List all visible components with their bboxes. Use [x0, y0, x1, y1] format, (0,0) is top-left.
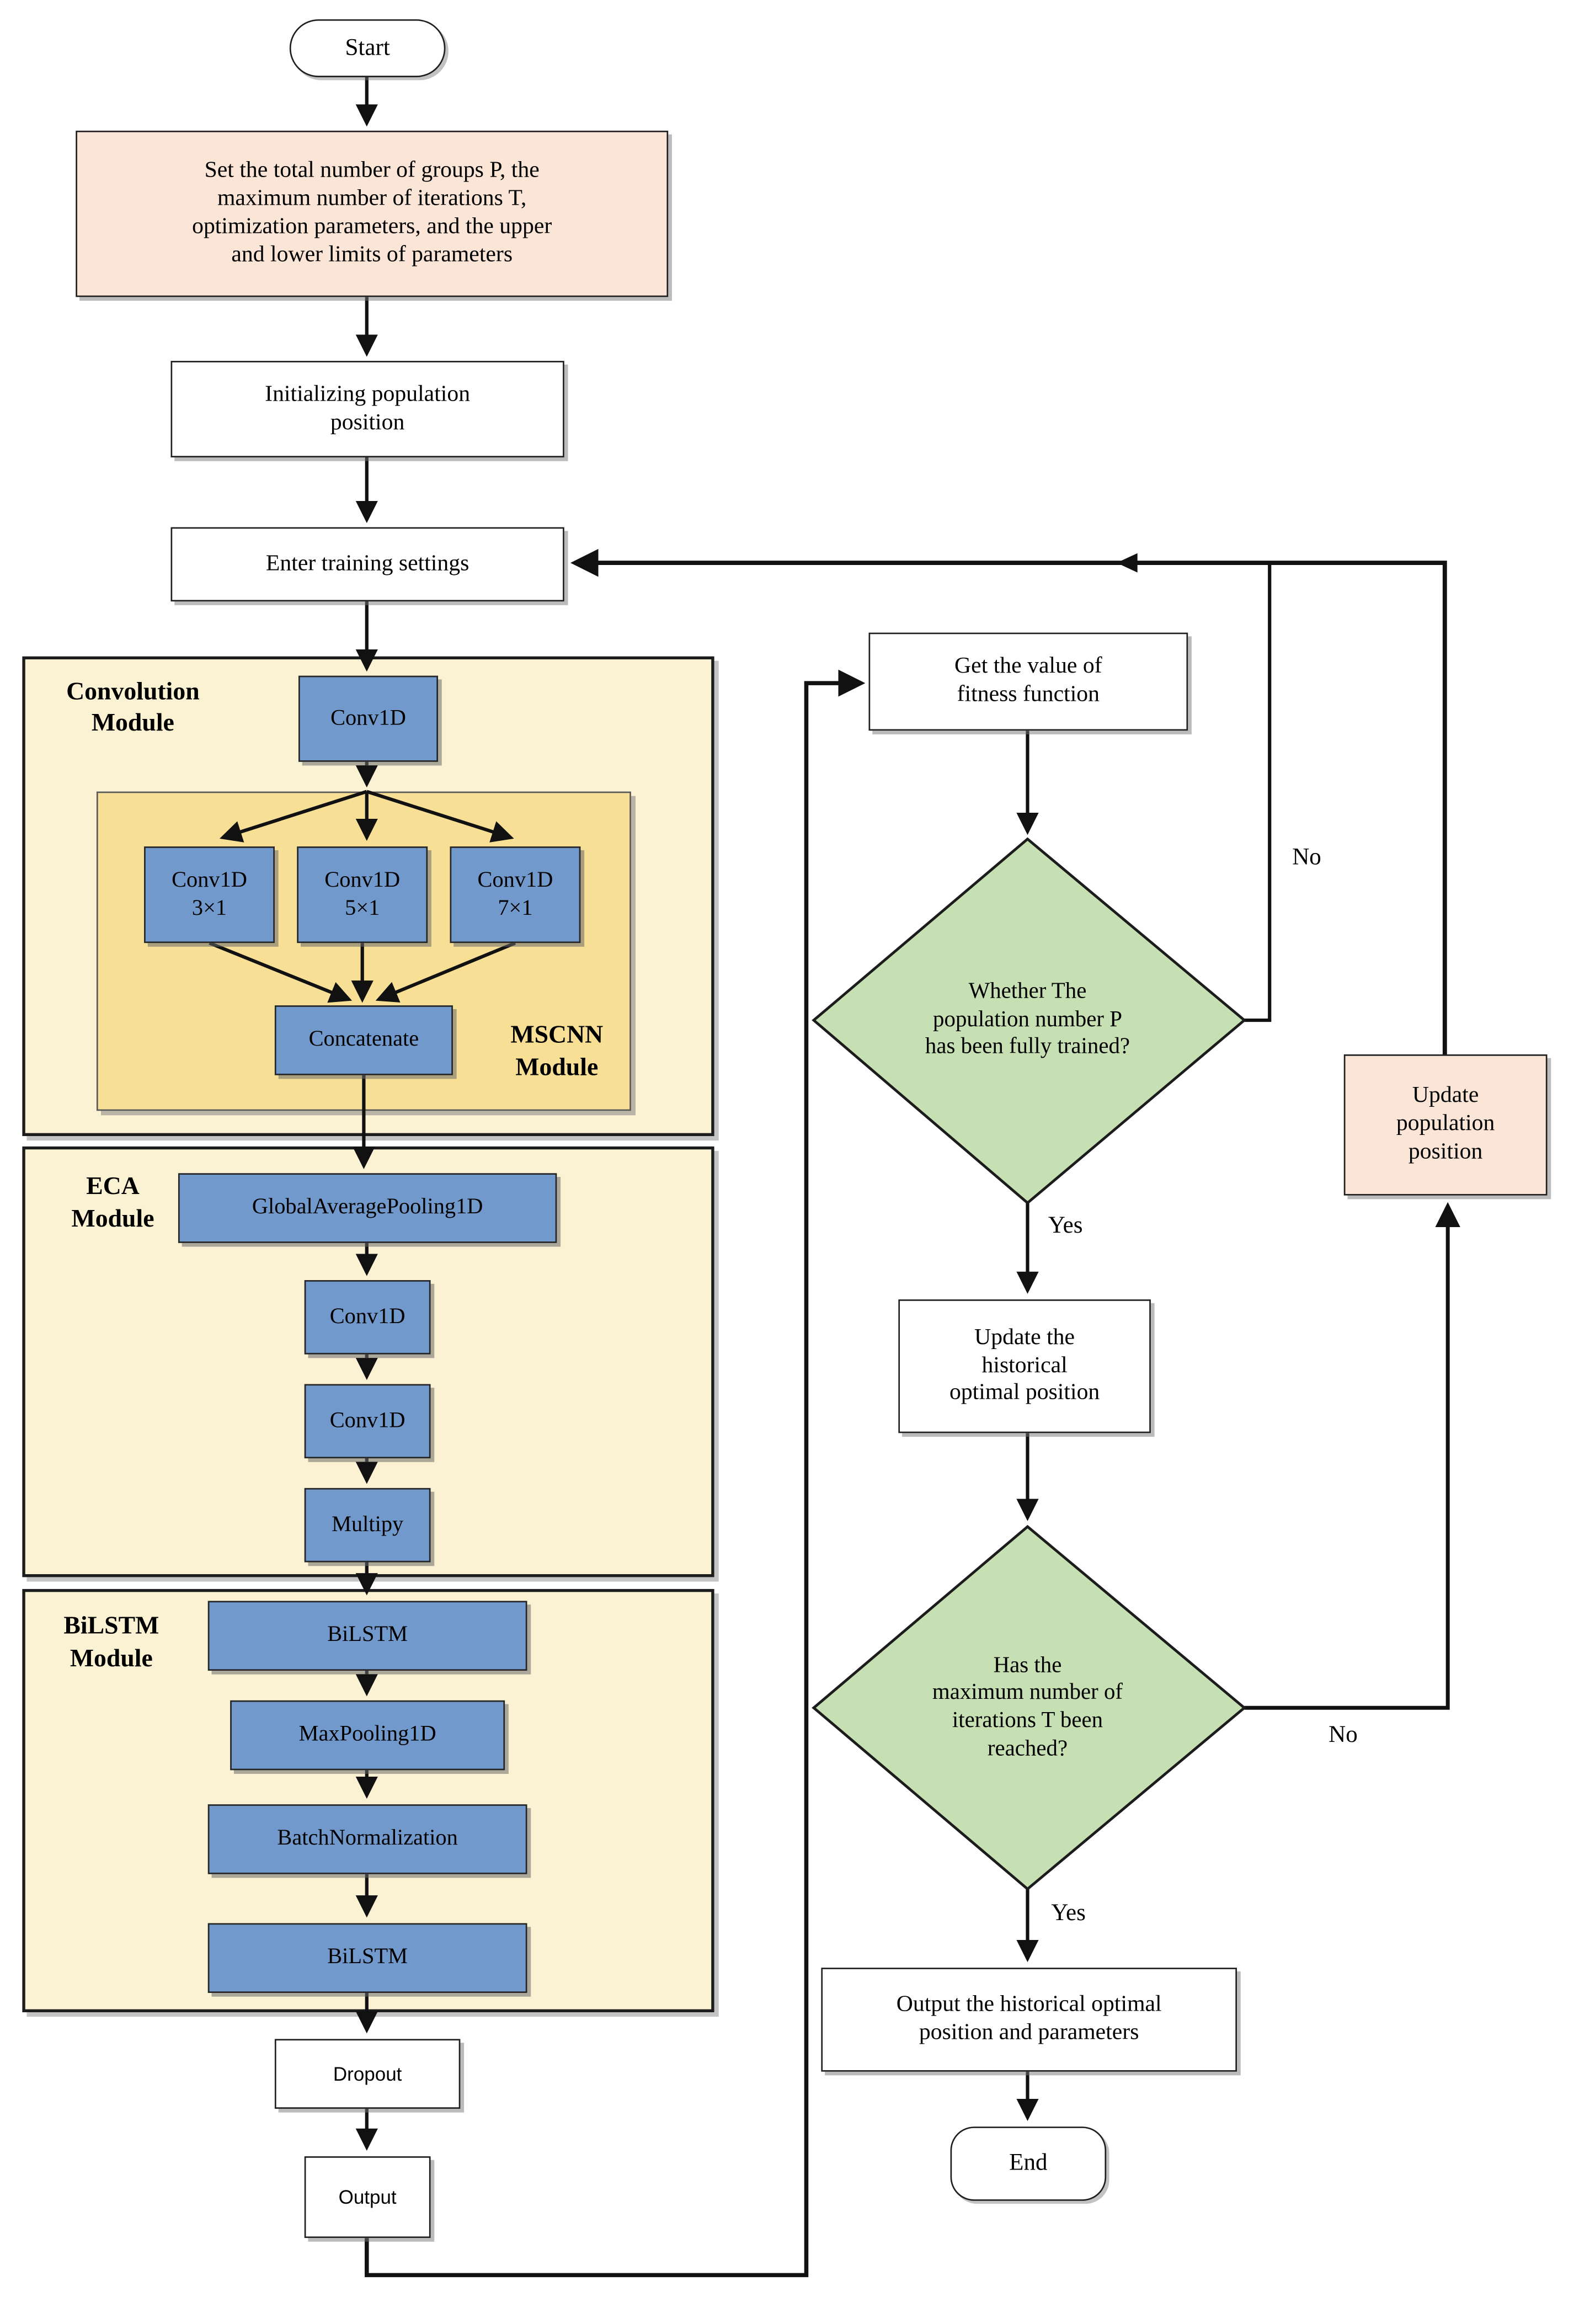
- convolution-module-label: Convolution Module: [66, 676, 200, 737]
- edge-updpop-return: [570, 548, 1447, 1054]
- maxpooling-node: MaxPooling1D: [230, 1700, 505, 1771]
- conv1d-7x1-node: Conv1D 7×1: [450, 846, 581, 944]
- multiply-node: Multipy: [304, 1488, 431, 1563]
- output-node: Output: [304, 2156, 431, 2238]
- no-label-iterations: No: [1328, 1723, 1358, 1749]
- eca-module-label: ECA Module: [71, 1172, 154, 1232]
- dropout-node: Dropout: [274, 2039, 461, 2109]
- bilstm1-node: BiLSTM: [207, 1601, 527, 1671]
- decision-population-shape: [812, 837, 1247, 1205]
- output-parameters-node: Output the historical optimal position a…: [821, 1968, 1237, 2072]
- batchnormalization-node: BatchNormalization: [207, 1804, 527, 1874]
- end-node: End: [950, 2126, 1107, 2201]
- initialize-population-node: Initializing population position: [170, 361, 564, 457]
- conv1d-eca1-node: Conv1D: [304, 1280, 431, 1355]
- conv1d-eca2-node: Conv1D: [304, 1384, 431, 1459]
- mscnn-module-label: MSCNN Module: [510, 1020, 604, 1081]
- concatenate-node: Concatenate: [274, 1005, 453, 1075]
- edge-decision2-no-loop: [1244, 1202, 1460, 1710]
- edge-conv3-concat: [209, 941, 353, 1003]
- decision-iterations-text: Has the maximum number of iterations T b…: [932, 1653, 1123, 1761]
- update-historical-node: Update the historical optimal position: [898, 1299, 1151, 1433]
- decision-iterations-shape: [812, 1525, 1247, 1891]
- bilstm-module-label: BiLSTM Module: [63, 1611, 159, 1672]
- relay-arrowhead: [1117, 553, 1138, 573]
- yes-label-population: Yes: [1048, 1213, 1083, 1239]
- setup-parameters-node: Set the total number of groups P, the ma…: [76, 130, 669, 297]
- enter-training-settings-node: Enter training settings: [170, 527, 564, 602]
- global-average-pooling-node: GlobalAveragePooling1D: [178, 1173, 557, 1243]
- no-label-population: No: [1292, 845, 1321, 871]
- update-population-node: Update population position: [1343, 1054, 1548, 1196]
- edge-fan-conv3: [219, 790, 367, 843]
- bilstm2-node: BiLSTM: [207, 1923, 527, 1993]
- conv1d-5x1-node: Conv1D 5×1: [297, 846, 428, 944]
- edge-decision1-no-up: [1244, 563, 1272, 1022]
- conv1d-3x1-node: Conv1D 3×1: [144, 846, 275, 944]
- conv1d-top-node: Conv1D: [298, 675, 438, 762]
- edge-output-fitness: [365, 669, 866, 2278]
- edge-fan-conv7: [366, 790, 514, 843]
- fitness-function-node: Get the value of fitness function: [868, 632, 1188, 731]
- decision-population-text: Whether The population number P has been…: [925, 979, 1130, 1059]
- start-node: Start: [289, 19, 446, 77]
- yes-label-iterations: Yes: [1051, 1901, 1086, 1927]
- edge-conv7-concat: [375, 941, 516, 1003]
